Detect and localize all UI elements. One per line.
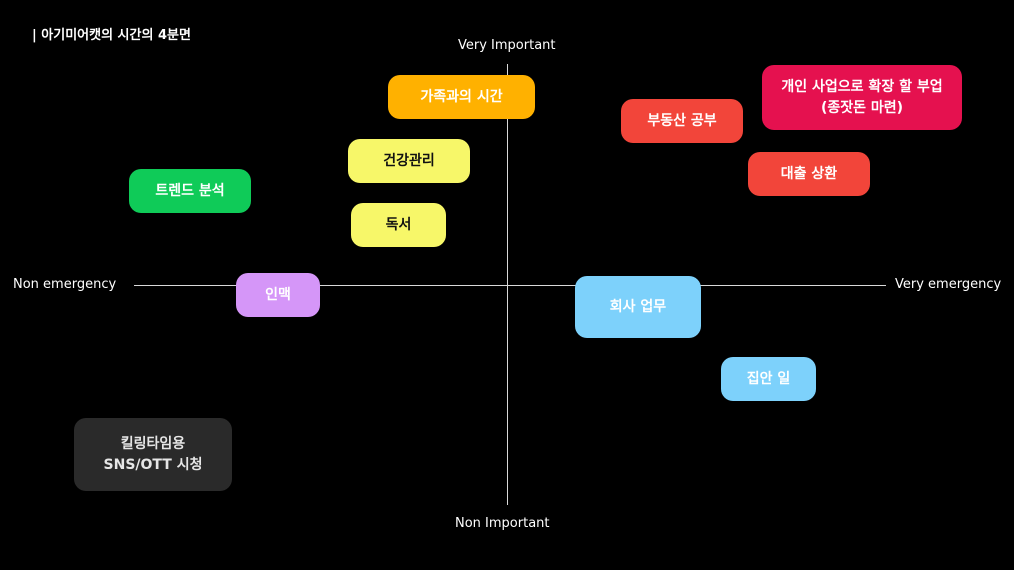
card-company-work[interactable]: 회사 업무 xyxy=(575,276,701,338)
axis-label-top: Very Important xyxy=(458,38,556,53)
card-real-estate-study[interactable]: 부동산 공부 xyxy=(621,99,743,143)
page-title: | 아기미어캣의 시간의 4분면 xyxy=(32,28,191,43)
card-label: 회사 업무 xyxy=(609,298,667,315)
card-label: 대출 상환 xyxy=(780,165,838,182)
card-network[interactable]: 인맥 xyxy=(236,273,320,317)
card-label: 건강관리 xyxy=(383,152,435,169)
card-label-line1: 개인 사업으로 확장 할 부업 xyxy=(781,79,943,96)
card-loan-repayment[interactable]: 대출 상환 xyxy=(748,152,870,196)
card-label: 가족과의 시간 xyxy=(420,88,503,105)
axis-label-left: Non emergency xyxy=(13,277,117,292)
card-label: 트렌드 분석 xyxy=(155,182,225,199)
axis-label-bottom: Non Important xyxy=(455,516,550,531)
card-trend-analysis[interactable]: 트렌드 분석 xyxy=(129,169,251,213)
card-label-line2: SNS/OTT 시청 xyxy=(103,456,203,473)
card-health[interactable]: 건강관리 xyxy=(348,139,470,183)
card-housework[interactable]: 집안 일 xyxy=(721,357,816,401)
card-label: 부동산 공부 xyxy=(647,112,717,129)
card-label: 독서 xyxy=(385,216,412,233)
horizontal-axis xyxy=(134,285,886,286)
card-label-line2: (종잣돈 마련) xyxy=(820,99,904,116)
axis-label-right: Very emergency xyxy=(895,277,1002,292)
vertical-axis xyxy=(507,64,508,505)
card-side-business[interactable]: 개인 사업으로 확장 할 부업 (종잣돈 마련) xyxy=(762,65,962,130)
card-killing-time-sns[interactable]: 킬링타임용 SNS/OTT 시청 xyxy=(74,418,232,491)
card-label-line1: 킬링타임용 xyxy=(120,436,186,453)
card-label: 집안 일 xyxy=(746,370,791,387)
card-reading[interactable]: 독서 xyxy=(351,203,446,247)
card-family-time[interactable]: 가족과의 시간 xyxy=(388,75,535,119)
card-label: 인맥 xyxy=(265,286,291,303)
